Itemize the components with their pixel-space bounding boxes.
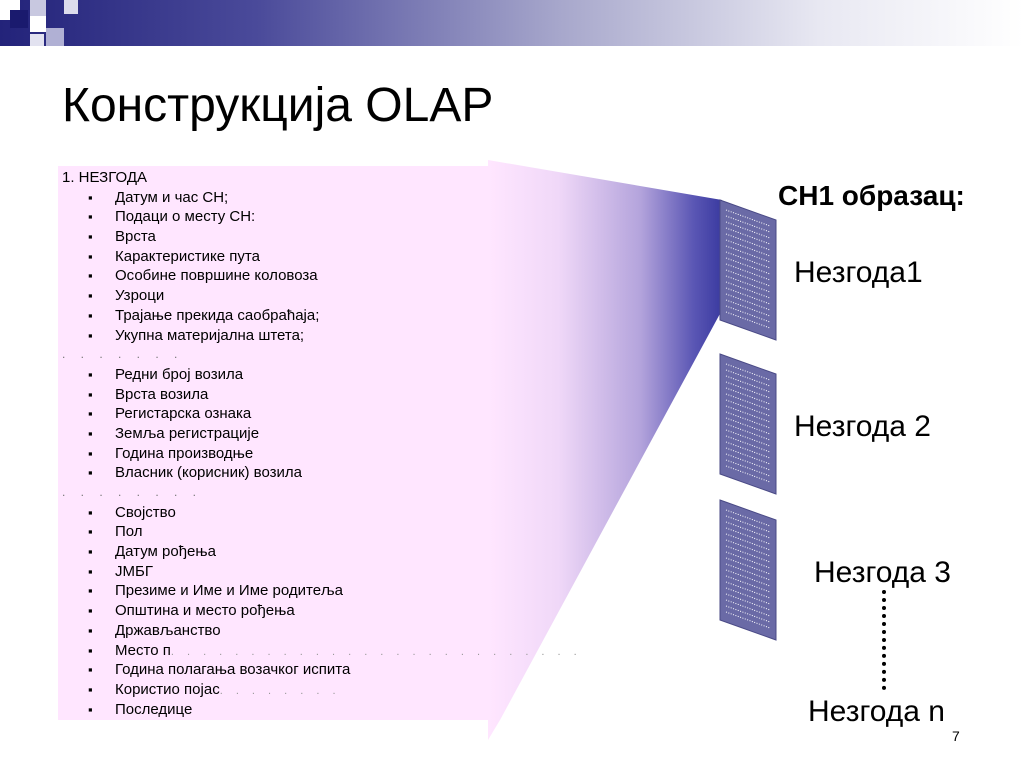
list-item: Регистарска ознака	[60, 404, 582, 424]
list-separator: . . . . . . .	[62, 347, 184, 362]
top-gradient-bar	[0, 0, 1024, 46]
deco-square	[10, 10, 28, 28]
list-item: Држављанство	[60, 621, 582, 641]
list-item: Земља регистрације	[60, 424, 582, 444]
list-item: ЈМБГ	[60, 562, 582, 582]
deco-square	[46, 28, 64, 46]
list-item: Редни број возила	[60, 365, 582, 385]
deco-square	[64, 0, 78, 14]
slide-title: Конструкција OLAP	[62, 79, 494, 132]
document-label: Незгода 2	[794, 410, 931, 443]
deco-square	[30, 16, 46, 32]
form-title: СН1 образац:	[778, 180, 965, 211]
list-item: Врста	[60, 227, 582, 247]
list-item: Власник (корисник) возила	[60, 463, 582, 483]
list-item: Општина и место рођења	[60, 601, 582, 621]
list-item: Користио појас. . . . . . . .	[60, 680, 582, 700]
list-item: Година производње	[60, 444, 582, 464]
list-item: Узроци	[60, 286, 582, 306]
list-item: Презиме и Име и Име родитеља	[60, 581, 582, 601]
deco-square	[30, 34, 44, 46]
list-item-text: Место п	[115, 641, 171, 659]
list-item: Врста возила	[60, 385, 582, 405]
list-item: Датум и час СН;	[60, 188, 582, 208]
list-item: Година полагања возачког испита	[60, 660, 582, 680]
list-item-text: Користио појас	[115, 680, 220, 698]
document-icon	[719, 353, 777, 495]
vertical-ellipsis	[882, 590, 894, 690]
document-label: Незгода 3	[814, 556, 951, 589]
list-item: Пол	[60, 522, 582, 542]
trailing-dots: . . . . . . . . . . . . . . . . . . . . …	[170, 645, 582, 658]
list-separator: . . . . . . . .	[62, 485, 203, 499]
trailing-dots: . . . . . . . .	[219, 684, 341, 697]
list-item: Датум рођења	[60, 542, 582, 562]
document-label: Незгода n	[808, 695, 945, 728]
document-label: Незгода1	[794, 256, 923, 289]
list-header: 1. НЕЗГОДА	[62, 169, 148, 186]
document-icon	[719, 499, 777, 641]
field-list: 1. НЕЗГОДА Датум и час СН; Подаци о мест…	[60, 168, 582, 719]
page-number: 7	[952, 728, 960, 744]
deco-square	[30, 0, 46, 16]
list-item: Трајање прекида саобраћаја;	[60, 306, 582, 326]
list-item: Подаци о месту СН:	[60, 207, 582, 227]
document-icon	[719, 199, 777, 341]
list-item: Место п. . . . . . . . . . . . . . . . .…	[60, 641, 582, 661]
list-item: Укупна материјална штета;	[60, 326, 582, 346]
list-item: Последице	[60, 700, 582, 720]
list-item: Својство	[60, 503, 582, 523]
list-item: Карактеристике пута	[60, 247, 582, 267]
list-item: Особине површине коловоза	[60, 266, 582, 286]
